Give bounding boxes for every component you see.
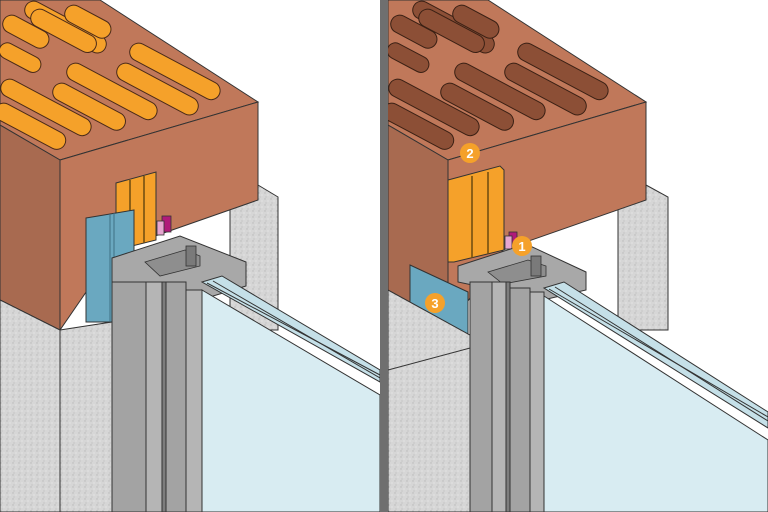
glazing-pane <box>543 295 768 512</box>
brick-side-face <box>0 124 61 331</box>
callout-badge-1: 1 <box>512 236 532 256</box>
panel-divider <box>380 0 388 512</box>
glazing-edge <box>542 281 768 429</box>
callout-badge-3: 3 <box>425 293 445 313</box>
panel-left-detail <box>0 0 380 512</box>
window-frame <box>111 281 203 512</box>
brick-cavities <box>388 0 609 150</box>
panel-right-detail: 1 2 3 <box>388 0 768 512</box>
glazing-edge <box>200 275 380 383</box>
right-illustration: 1 2 3 <box>388 0 768 512</box>
brick-front-face <box>59 101 259 332</box>
left-illustration <box>0 0 380 512</box>
plaster-front <box>388 347 471 512</box>
svg-text:3: 3 <box>431 296 438 311</box>
sealing-strip <box>447 165 505 263</box>
plaster-front <box>59 321 113 512</box>
svg-text:1: 1 <box>518 239 525 254</box>
svg-text:2: 2 <box>466 146 473 161</box>
callout-badge-2: 2 <box>460 143 480 163</box>
brick-cavities <box>0 0 221 150</box>
window-frame <box>469 281 545 512</box>
glazing-pane <box>201 289 380 512</box>
plaster-side <box>0 299 61 512</box>
fastener <box>156 215 172 236</box>
